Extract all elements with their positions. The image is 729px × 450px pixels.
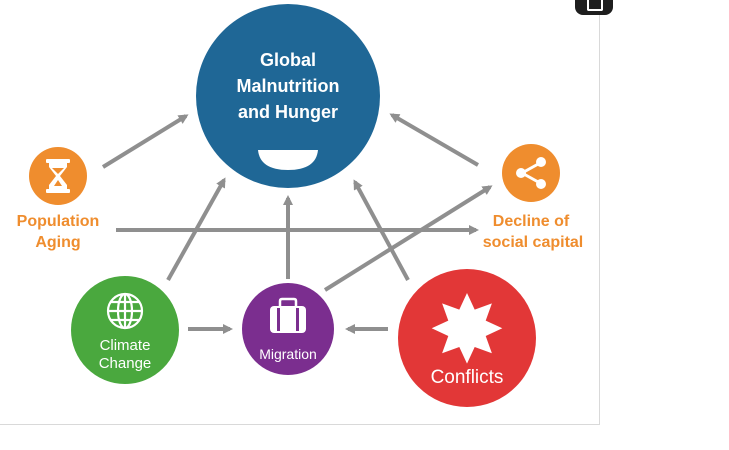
- social-label-line2: social capital: [483, 234, 584, 251]
- arrow-migration-to-social: [323, 185, 493, 292]
- arrow-social-to-center: [389, 113, 480, 167]
- population-label-line2: Aging: [35, 234, 80, 251]
- social-label-line1: Decline of: [493, 213, 570, 230]
- center-circle: [196, 4, 380, 188]
- climate-label-line1: Climate: [100, 337, 151, 354]
- arrows: [101, 113, 493, 334]
- climate-circle: [71, 276, 179, 384]
- bowl-icon: [258, 150, 318, 170]
- center-label-line1: Global: [260, 50, 316, 70]
- climate-node: Climate Change: [71, 276, 179, 384]
- center-node: Global Malnutrition and Hunger: [196, 4, 380, 188]
- climate-label-line2: Change: [99, 355, 152, 372]
- population-node: Population Aging: [17, 147, 100, 251]
- social-circle: [502, 144, 560, 202]
- conflicts-node: Conflicts: [398, 269, 536, 407]
- arrow-climate-to-center: [166, 177, 226, 281]
- center-label-line2: Malnutrition: [237, 76, 340, 96]
- population-label-line1: Population: [17, 213, 100, 230]
- arrow-population-to-center: [101, 114, 189, 169]
- globe-icon: [106, 292, 144, 330]
- expand-button[interactable]: [575, 0, 613, 15]
- expand-icon: [587, 0, 603, 11]
- arrow-conflicts-to-center: [353, 179, 410, 281]
- hourglass-icon: [46, 159, 70, 193]
- center-label-line3: and Hunger: [238, 102, 338, 122]
- share-icon: [516, 157, 546, 189]
- migration-label: Migration: [259, 346, 317, 362]
- conflicts-label: Conflicts: [431, 367, 504, 388]
- social-node: Decline of social capital: [483, 144, 584, 251]
- suitcase-icon: [270, 297, 306, 333]
- star-burst-icon: [431, 293, 503, 364]
- migration-node: Migration: [242, 283, 334, 375]
